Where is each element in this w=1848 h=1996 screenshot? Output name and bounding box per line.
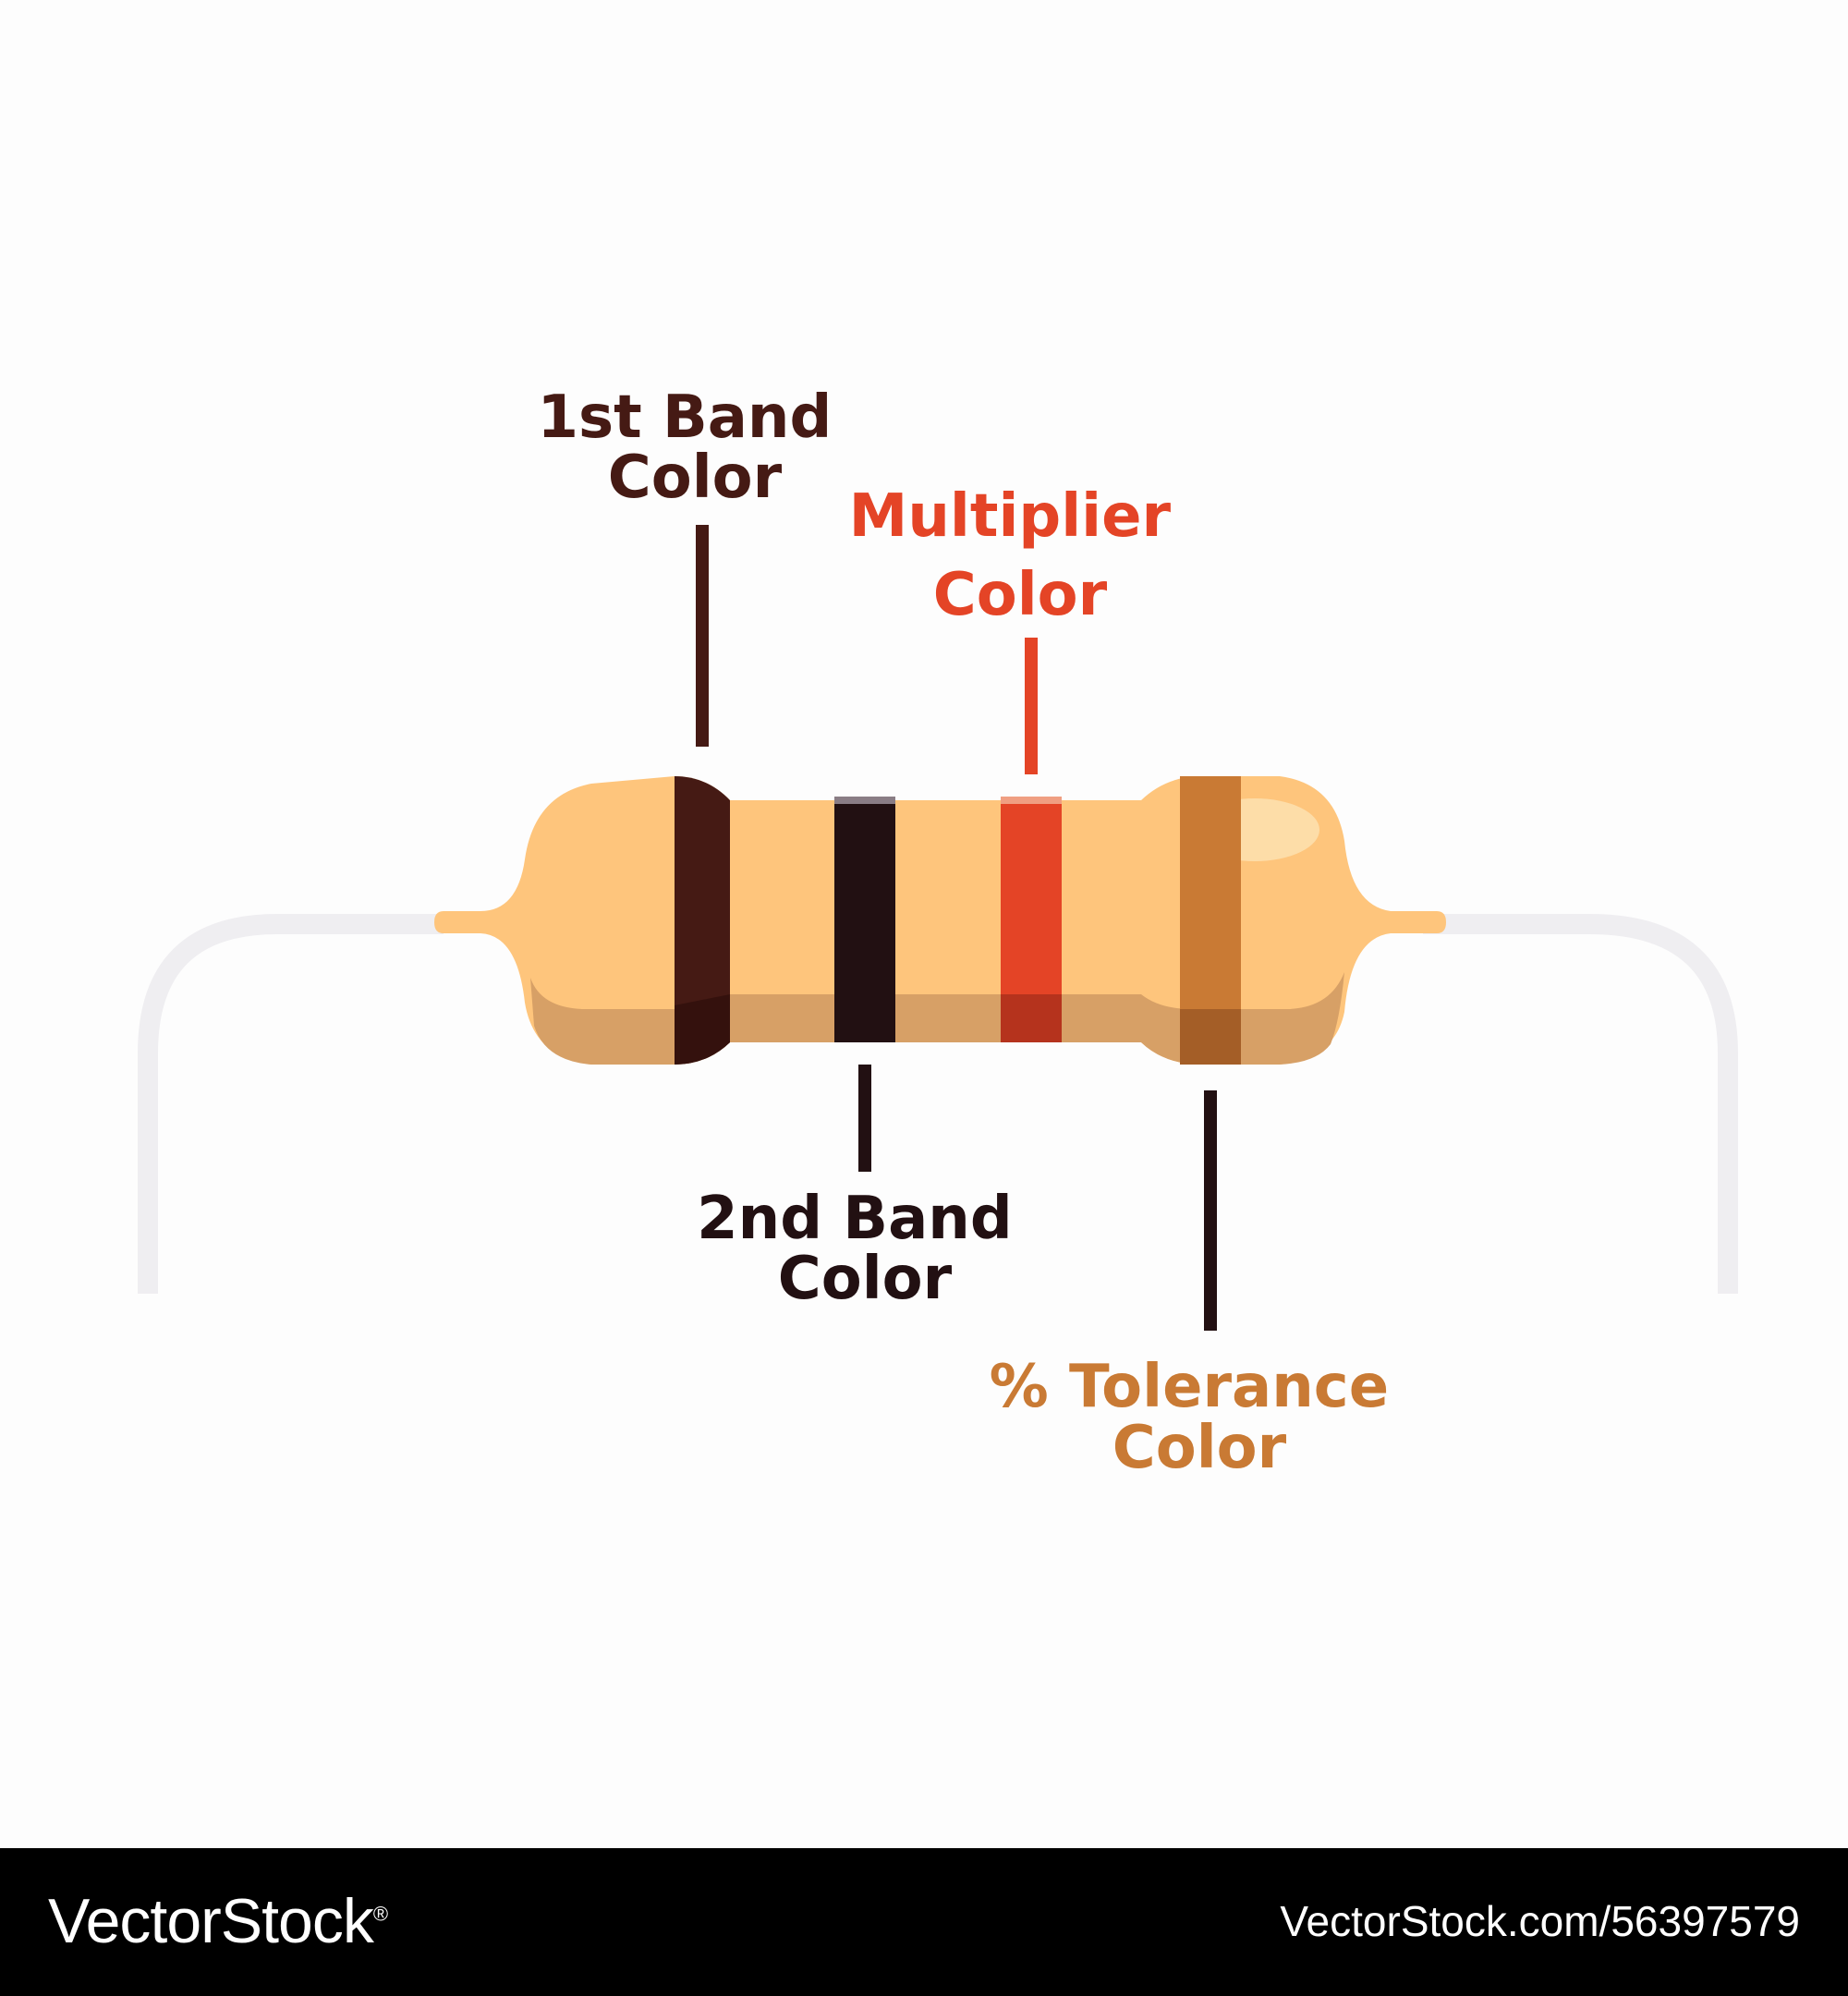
brand-logo: VectorStock®	[48, 1885, 388, 1957]
registered-mark: ®	[372, 1902, 388, 1926]
watermark-footer: VectorStock® VectorStock.com/56397579	[0, 1848, 1848, 1996]
left-lead-wire	[138, 914, 444, 1294]
multiplier-band	[1001, 797, 1062, 1042]
brand-name: VectorStock	[48, 1886, 374, 1956]
first-band	[675, 776, 730, 1065]
resistor-diagram: 1st Band Color Multiplier Color 2nd Band…	[138, 383, 1738, 1482]
tolerance-label: % Tolerance Color	[990, 1353, 1410, 1482]
tolerance-band	[1180, 776, 1241, 1065]
first-band-label: 1st Band Color	[537, 383, 852, 512]
second-band-label: 2nd Band Color	[697, 1185, 1033, 1313]
right-lead-wire	[1423, 914, 1738, 1294]
multiplier-label: Multiplier Color	[849, 482, 1192, 629]
second-band	[834, 797, 895, 1042]
image-url: VectorStock.com/56397579	[1280, 1897, 1800, 1945]
resistor-icon	[434, 776, 1446, 1065]
resistor-body-shadow	[530, 972, 1344, 1065]
